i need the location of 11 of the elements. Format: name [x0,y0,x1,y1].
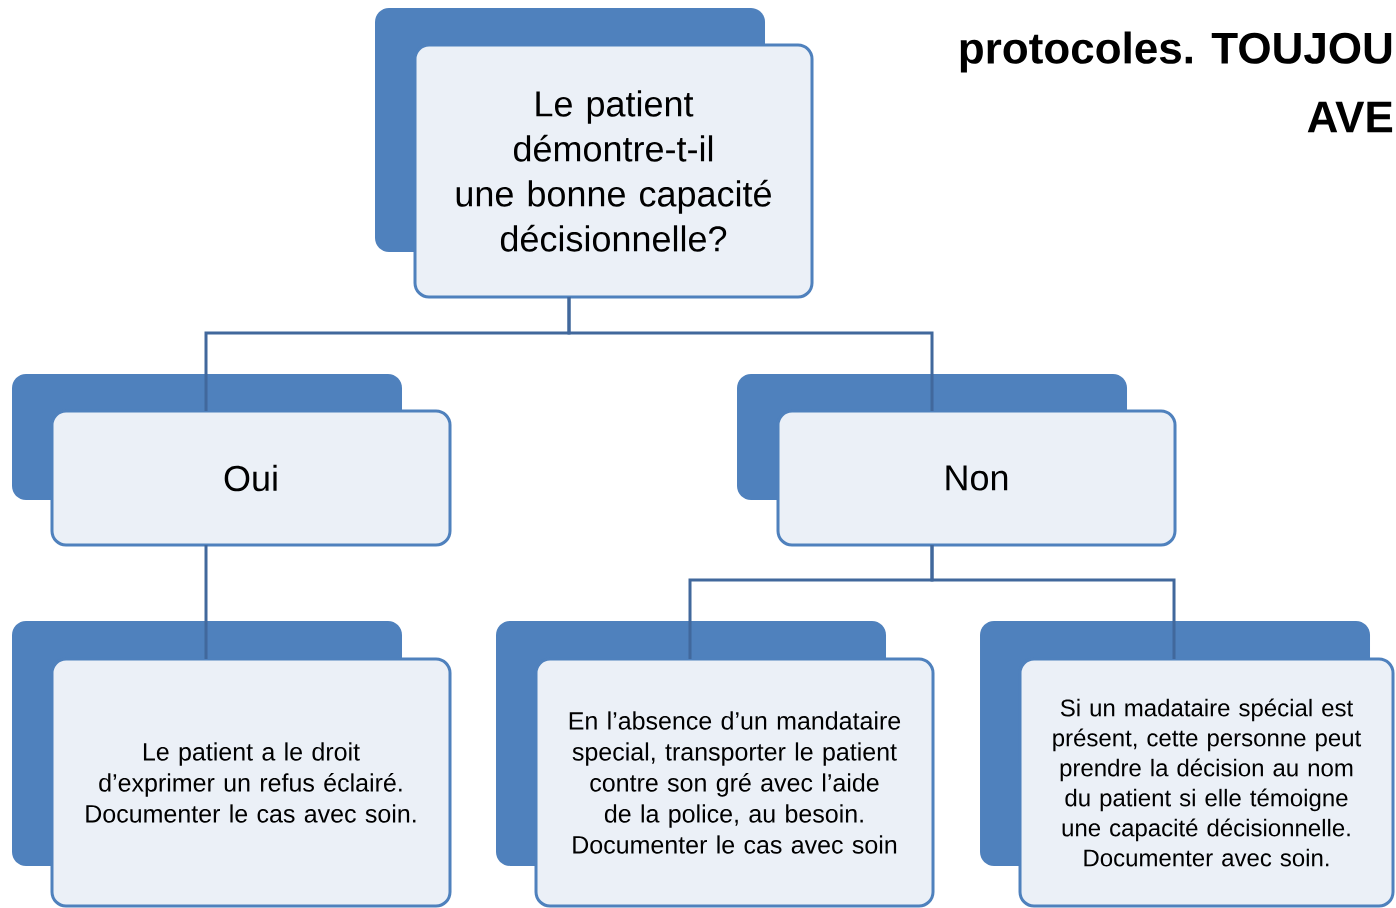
connector-line [567,297,934,411]
process-box: Oui [12,374,452,547]
process-box: Le patient démontre-t-il une bonne capacité décisionnelle? [375,8,814,299]
connector-line [930,545,1176,659]
process-box: En l’absence d’un mandataire special, transporter le patient contre son gré avec l’aide de la police, au besoin. Documenter le cas avec soin [496,621,935,908]
process-box: Le patient a le droit d’exprimer un refus éclairé. Documenter le cas avec soin. [12,621,452,908]
connector-line [204,545,208,659]
process-box: Si un madataire spécial est présent, cette personne peut prendre la décision au nom du patient si elle témoigne une capacité décisionnelle. Documenter avec soin. [980,621,1395,908]
heading-text: AVE [1307,101,1393,133]
process-box: Non [737,374,1177,547]
heading-text: protocoles. TOUJOU [960,31,1392,73]
